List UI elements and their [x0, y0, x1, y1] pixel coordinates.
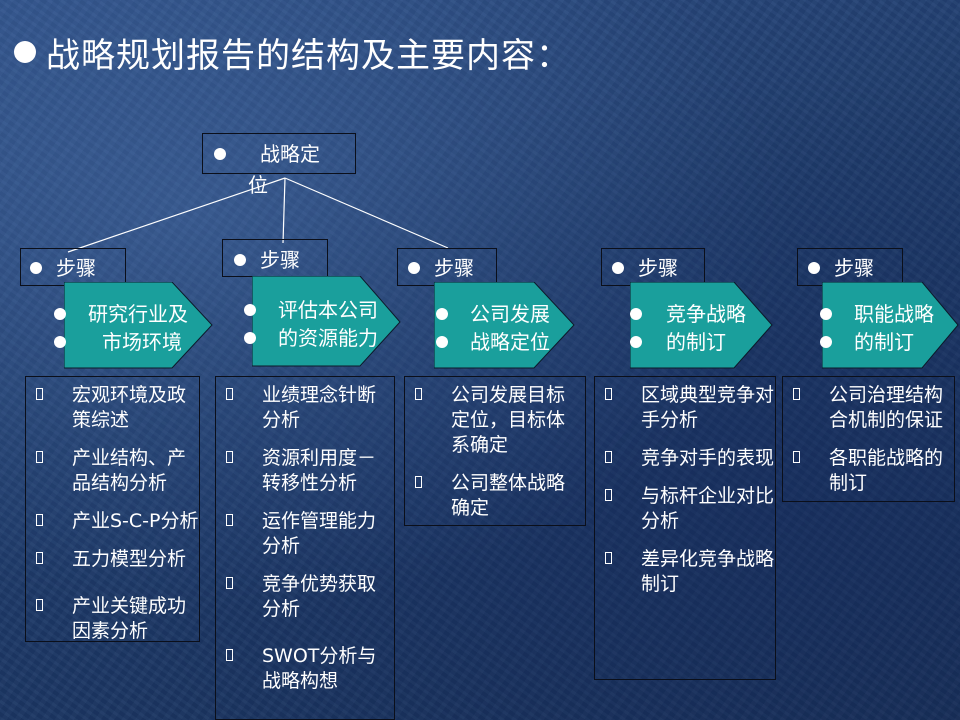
step-1-item: 五力模型分析 — [26, 547, 199, 572]
step-5-detail-box: 公司治理结构合机制的保证 各职能战略的制订 — [782, 376, 955, 502]
step-1-item: 产业结构、产品结构分析 — [26, 446, 199, 496]
step-3-label: 步骤 — [408, 256, 474, 280]
root-node-label: 战略定 — [260, 140, 320, 168]
step-2-detail-box: 业绩理念针断分析 资源利用度－转移性分析 运作管理能力分析 竞争优势获取分析 S… — [215, 376, 395, 720]
step-1-arrow — [64, 282, 214, 372]
step-4-label: 步骤 — [612, 256, 678, 280]
step-5-title: 职能战略 的制订 — [820, 300, 934, 356]
step-4-title-bullet-1-icon — [630, 307, 642, 320]
root-bullet-icon — [214, 148, 226, 160]
item-marker-icon — [36, 599, 43, 611]
step-4-arrow — [630, 282, 780, 372]
item-marker-icon — [226, 451, 233, 463]
step-1-label: 步骤 — [30, 256, 96, 280]
step-2-item: 资源利用度－转移性分析 — [216, 446, 394, 496]
root-node-box — [202, 133, 356, 174]
step-4-bullet-icon — [612, 261, 624, 274]
step-1-title-bullet-1-icon — [54, 307, 66, 320]
step-1-title-bullet-2-icon — [54, 335, 66, 348]
step-5-title-bullet-2-icon — [820, 335, 832, 348]
step-1-item: 产业关键成功因素分析 — [26, 594, 199, 644]
step-5-item: 各职能战略的制订 — [783, 446, 954, 496]
step-2-title-bullet-2-icon — [244, 331, 256, 344]
item-marker-icon — [36, 388, 43, 400]
step-1-item: 产业S-C-P分析 — [26, 509, 199, 534]
item-marker-icon — [605, 451, 612, 463]
step-3-title: 公司发展 战略定位 — [436, 300, 550, 356]
step-4-title-bullet-2-icon — [630, 335, 642, 348]
item-marker-icon — [605, 552, 612, 564]
root-line2: 位 — [248, 173, 268, 197]
slide-title: 战略规划报告的结构及主要内容： — [14, 26, 571, 78]
step-3-bullet-icon — [408, 261, 420, 274]
step-4-detail-box: 区域典型竞争对手分析 竞争对手的表现 与标杆企业对比分析 差异化竞争战略制订 — [594, 376, 776, 680]
step-2-item: SWOT分析与战略构想 — [216, 644, 394, 694]
step-3-arrow — [434, 282, 584, 372]
step-1-detail-box: 宏观环境及政策综述 产业结构、产品结构分析 产业S-C-P分析 五力模型分析 产… — [25, 376, 200, 642]
item-marker-icon — [415, 476, 422, 488]
step-2-title: 评估本公司 的资源能力 — [244, 296, 378, 352]
step-5-title-bullet-1-icon — [820, 307, 832, 320]
title-bullet-icon — [14, 41, 36, 63]
step-4-title: 竞争战略 的制订 — [630, 300, 746, 356]
item-marker-icon — [226, 649, 233, 661]
step-5-label: 步骤 — [808, 256, 874, 280]
step-1-item: 宏观环境及政策综述 — [26, 383, 199, 433]
item-marker-icon — [415, 388, 422, 400]
step-2-item: 业绩理念针断分析 — [216, 383, 394, 433]
step-2-item: 运作管理能力分析 — [216, 509, 394, 559]
step-2-bullet-icon — [234, 253, 246, 266]
step-4-item: 竞争对手的表现 — [595, 446, 775, 471]
step-2-label: 步骤 — [234, 248, 300, 272]
item-marker-icon — [226, 388, 233, 400]
item-marker-icon — [226, 514, 233, 526]
step-2-title-bullet-1-icon — [244, 303, 256, 316]
root-node-label-2: 位 — [248, 171, 268, 199]
step-5-bullet-icon — [808, 261, 820, 274]
step-5-arrow — [822, 282, 960, 372]
step-3-title-bullet-2-icon — [436, 335, 448, 348]
item-marker-icon — [36, 514, 43, 526]
step-4-item: 差异化竞争战略制订 — [595, 547, 775, 597]
step-3-title-bullet-1-icon — [436, 307, 448, 320]
root-line1: 战略定 — [260, 142, 320, 166]
item-marker-icon — [36, 451, 43, 463]
item-marker-icon — [793, 451, 800, 463]
step-2-item: 竞争优势获取分析 — [216, 572, 394, 622]
item-marker-icon — [226, 577, 233, 589]
title-text: 战略规划报告的结构及主要内容： — [46, 35, 571, 76]
step-5-item: 公司治理结构合机制的保证 — [783, 383, 954, 433]
item-marker-icon — [605, 489, 612, 501]
step-2-arrow — [252, 276, 402, 367]
step-3-item: 公司发展目标定位，目标体系确定 — [405, 383, 585, 458]
step-4-item: 与标杆企业对比分析 — [595, 484, 775, 534]
step-3-detail-box: 公司发展目标定位，目标体系确定 公司整体战略确定 — [404, 376, 586, 526]
item-marker-icon — [36, 552, 43, 564]
step-3-item: 公司整体战略确定 — [405, 471, 585, 521]
step-4-item: 区域典型竞争对手分析 — [595, 383, 775, 433]
step-1-title: 研究行业及 市场环境 — [54, 300, 188, 356]
item-marker-icon — [793, 388, 800, 400]
item-marker-icon — [605, 388, 612, 400]
step-1-bullet-icon — [30, 261, 42, 274]
